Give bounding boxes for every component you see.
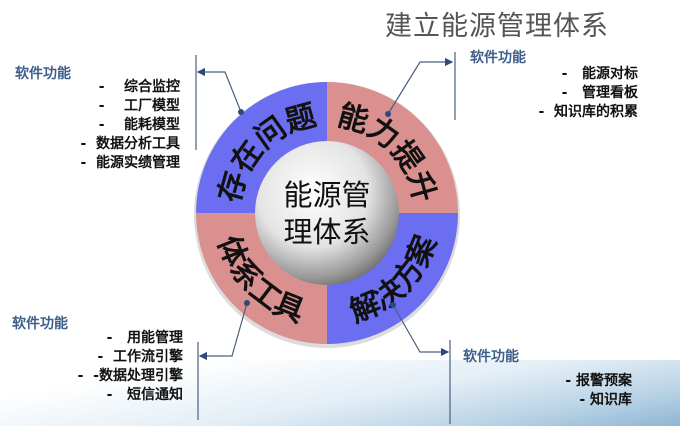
connector-top-left — [196, 67, 242, 113]
list-item: - 数据分析工具 — [80, 136, 180, 152]
anchor-dot — [390, 302, 396, 308]
panel-heading-bottom-left: 软件功能 — [12, 316, 68, 332]
background-wave — [0, 360, 680, 426]
list-item: - 能耗模型 — [98, 117, 180, 133]
center-title-line1: 能源管 — [283, 178, 370, 212]
list-item: - 管理看板 — [561, 85, 638, 101]
list-item: - 综合监控 — [98, 79, 180, 95]
list-item: - 短信通知 — [106, 387, 183, 403]
center-title-line2: 理体系 — [283, 215, 370, 249]
list-item: - 工作流引擎 — [97, 349, 183, 365]
anchor-dot — [385, 111, 391, 117]
connector-bottom-left — [198, 302, 248, 361]
list-item: - 知识库 — [579, 392, 632, 408]
list-item: - 用能管理 — [106, 330, 183, 346]
center-sphere — [255, 141, 399, 285]
anchor-dot — [238, 109, 244, 115]
list-item: - -数据处理引擎 — [77, 368, 183, 384]
page-title: 建立能源管理体系 — [385, 11, 609, 42]
list-item: - 能源实绩管理 — [80, 155, 180, 171]
list-item: - 报警预案 — [565, 373, 632, 389]
panel-heading-bottom-right: 软件功能 — [463, 349, 519, 365]
panel-list-top-left: - 综合监控 - 工厂模型 - 能耗模型 - 数据分析工具 - 能源实绩管理 — [80, 78, 180, 173]
panel-list-bottom-right: - 报警预案 - 知识库 — [565, 372, 632, 410]
connector-top-right — [387, 57, 454, 115]
panel-list-top-right: - 能源对标 - 管理看板 - 知识库的积累 — [538, 65, 638, 122]
list-item: - 工厂模型 — [98, 98, 180, 114]
list-item: - 能源对标 — [561, 66, 638, 82]
list-item: - 知识库的积累 — [538, 104, 638, 120]
connector-bottom-right — [392, 304, 450, 357]
panel-list-bottom-left: - 用能管理 - 工作流引擎 - -数据处理引擎 - 短信通知 — [78, 329, 183, 405]
panel-heading-top-left: 软件功能 — [15, 66, 71, 82]
panel-heading-top-right: 软件功能 — [470, 50, 526, 66]
anchor-dot — [244, 300, 250, 306]
